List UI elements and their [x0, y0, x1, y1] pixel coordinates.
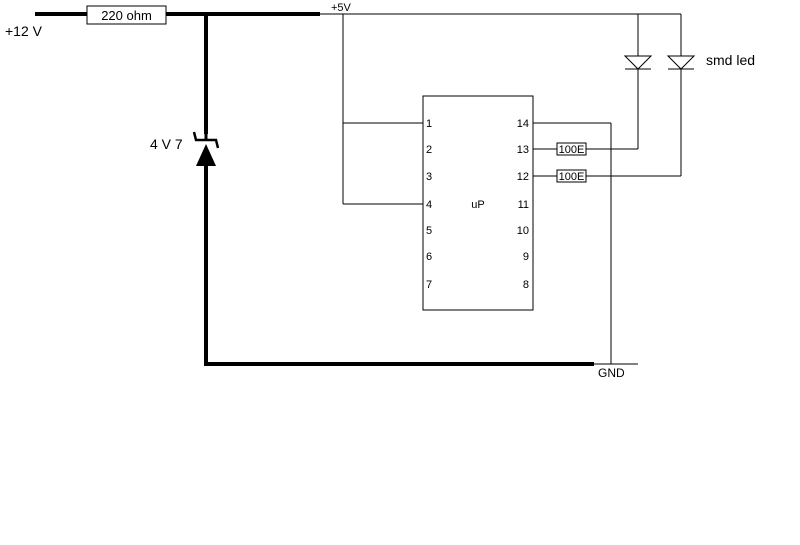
pin-label: 1: [426, 118, 432, 130]
pin-label: 14: [517, 118, 529, 130]
led-1-triangle: [623, 55, 653, 70]
resistor-r12: [556, 169, 587, 183]
zener-triangle: [196, 144, 216, 166]
pin-label: 9: [523, 251, 529, 263]
chip-label: uP: [471, 199, 484, 211]
pin-label: 2: [426, 144, 432, 156]
zener-label: 4 V 7: [150, 136, 183, 152]
pin-label: 3: [426, 171, 432, 183]
resistor-label: 220 ohm: [101, 8, 152, 23]
led-1: [623, 55, 653, 70]
pin-label: 5: [426, 225, 432, 237]
led-label: smd led: [706, 52, 755, 68]
pin-label: 8: [523, 279, 529, 291]
pin-label: 11: [518, 199, 529, 211]
led-2-triangle: [666, 55, 696, 70]
supply-label: +12 V: [5, 23, 43, 39]
zener-diode: [192, 131, 220, 166]
pin-label: 13: [517, 144, 529, 156]
signal-wiring: [320, 13, 682, 365]
resistor-220: [86, 5, 167, 25]
pin-label: 6: [426, 251, 432, 263]
r13-label: 100E: [559, 144, 585, 156]
pin-label: 7: [426, 279, 432, 291]
ground-label: GND: [598, 366, 625, 380]
right-pin-labels: 14 13 12 11 10 9 8: [517, 118, 529, 291]
pin-label: 12: [517, 171, 529, 183]
rail-5v-label: +5V: [331, 2, 352, 14]
microcontroller-chip: [422, 95, 534, 311]
r12-label: 100E: [559, 171, 585, 183]
resistor-r13: [556, 142, 587, 156]
pin-label: 10: [517, 225, 529, 237]
power-wiring: [35, 12, 594, 366]
pin-label: 4: [426, 199, 432, 211]
left-pin-labels: 1 2 3 4 5 6 7: [426, 118, 432, 291]
led-2: [666, 55, 696, 70]
